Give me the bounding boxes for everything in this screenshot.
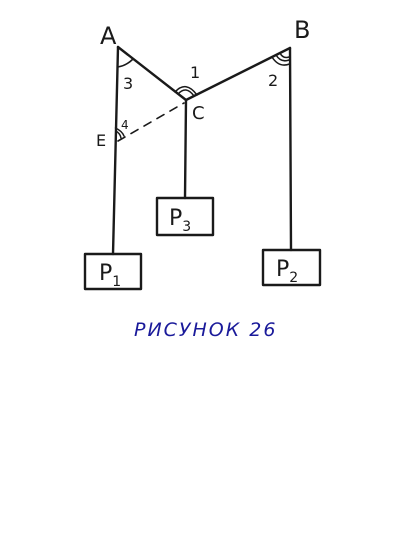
point-label-c: C xyxy=(192,103,205,124)
weight-label-p3: P3 xyxy=(169,206,191,235)
point-label-b: B xyxy=(294,16,310,44)
weight-label-p1-sub: 1 xyxy=(112,274,121,290)
point-label-e: E xyxy=(96,131,106,150)
dashed-line-e-c xyxy=(117,102,185,142)
weight-label-p1-main: P xyxy=(99,261,112,286)
figure-caption: РИСУНОК 26 xyxy=(134,319,277,341)
weight-label-p2: P2 xyxy=(276,257,298,286)
angle-arc-3 xyxy=(116,58,134,68)
weight-label-p3-main: P xyxy=(169,206,182,231)
angle-arc-2 xyxy=(275,54,290,62)
angle-arc-1 xyxy=(174,86,198,96)
angle-arc-2b xyxy=(279,52,290,59)
angle-arc-4b xyxy=(115,130,122,139)
weight-box-p3 xyxy=(155,196,215,237)
rope-c-p3 xyxy=(183,98,188,200)
angle-label-2: 2 xyxy=(268,71,278,90)
weight-box-p2 xyxy=(261,248,322,287)
weight-label-p2-sub: 2 xyxy=(289,270,298,286)
weight-label-p2-main: P xyxy=(276,257,289,282)
rope-b-p2 xyxy=(288,46,293,252)
angle-arc-4 xyxy=(114,127,125,137)
rope-a-c xyxy=(116,45,188,102)
angle-label-1: 1 xyxy=(190,63,200,82)
angle-label-4: 4 xyxy=(121,118,129,132)
weight-box-p1 xyxy=(83,252,143,291)
point-label-a: A xyxy=(100,22,117,50)
angle-label-3: 3 xyxy=(123,74,133,93)
angle-arc-2c xyxy=(271,56,291,66)
weight-label-p1: P1 xyxy=(99,261,121,290)
angle-arc-1b xyxy=(177,89,195,97)
weight-label-p3-sub: 3 xyxy=(182,219,191,235)
rope-a-p1 xyxy=(111,45,120,256)
